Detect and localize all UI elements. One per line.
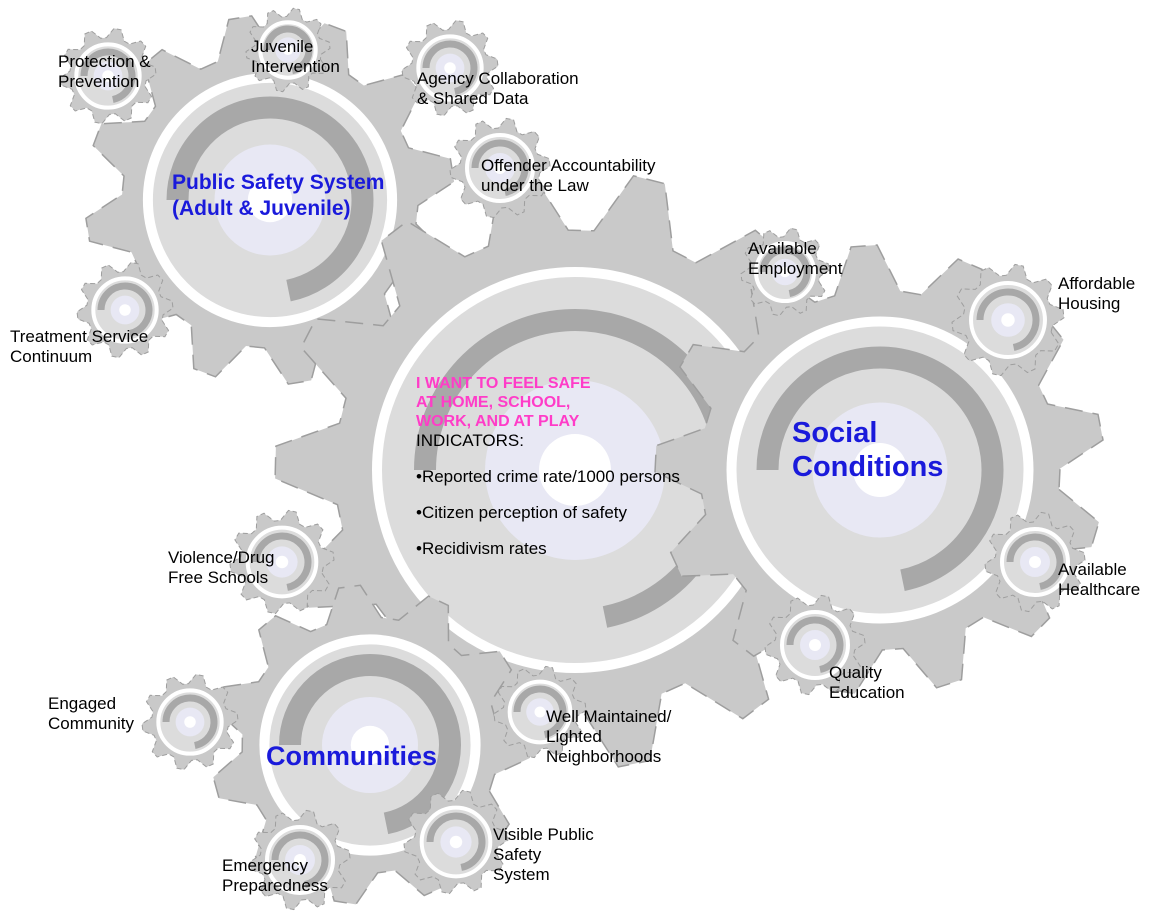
gear-juvenile bbox=[245, 7, 331, 93]
label-visible-public-safety: Visible Public Safety System bbox=[493, 825, 594, 884]
label-agency-collaboration: Agency Collaboration & Shared Data bbox=[417, 69, 579, 108]
gear-healthcare bbox=[984, 511, 1086, 613]
gear-visible bbox=[403, 789, 509, 895]
gear-employment bbox=[740, 227, 830, 317]
hub-title-communities: Communities bbox=[266, 741, 438, 771]
gear-agency bbox=[401, 19, 499, 117]
gear-neighborhoods bbox=[493, 665, 587, 759]
label-engaged-community: Engaged Community bbox=[48, 694, 134, 733]
gear-protection bbox=[59, 27, 157, 125]
indicator-item: •Recidivism rates bbox=[416, 539, 547, 558]
hub-title-social-conditions: Social Conditions bbox=[792, 417, 944, 483]
label-violence-drug-free: Violence/Drug Free Schools bbox=[168, 548, 275, 587]
gear-education bbox=[764, 594, 866, 696]
center-goal-block: I WANT TO FEEL SAFE AT HOME, SCHOOL, WOR… bbox=[416, 374, 680, 559]
label-protection-prevention: Protection & Prevention bbox=[58, 52, 151, 91]
label-emergency-preparedness: Emergency Preparedness bbox=[222, 856, 328, 895]
label-treatment-service: Treatment Service Continuum bbox=[10, 327, 149, 366]
hub-title-public-safety: Public Safety System (Adult & Juvenile) bbox=[172, 171, 385, 220]
gear-treatment bbox=[76, 261, 174, 359]
indicator-item: •Citizen perception of safety bbox=[416, 503, 628, 522]
indicator-item: •Reported crime rate/1000 persons bbox=[416, 467, 680, 486]
gear-engaged bbox=[141, 673, 239, 771]
goal-heading: I WANT TO FEEL SAFE AT HOME, SCHOOL, WOR… bbox=[416, 375, 591, 430]
gear-public-safety bbox=[85, 15, 455, 385]
label-well-maintained: Well Maintained/ Lighted Neighborhoods bbox=[546, 707, 672, 766]
indicators-label: INDICATORS: bbox=[416, 431, 524, 450]
gear-housing bbox=[951, 263, 1065, 377]
label-available-healthcare: Available Healthcare bbox=[1058, 560, 1141, 599]
label-quality-education: Quality Education bbox=[829, 663, 905, 702]
label-offender-accountability: Offender Accountability under the Law bbox=[481, 156, 656, 195]
gear-violence bbox=[229, 509, 335, 615]
label-juvenile-intervention: Juvenile Intervention bbox=[251, 37, 340, 76]
gear-offender bbox=[449, 117, 551, 219]
gear-center bbox=[274, 172, 876, 768]
gear-emergency bbox=[249, 809, 351, 911]
label-available-employment: Available Employment bbox=[748, 239, 843, 278]
label-affordable-housing: Affordable Housing bbox=[1058, 274, 1136, 313]
